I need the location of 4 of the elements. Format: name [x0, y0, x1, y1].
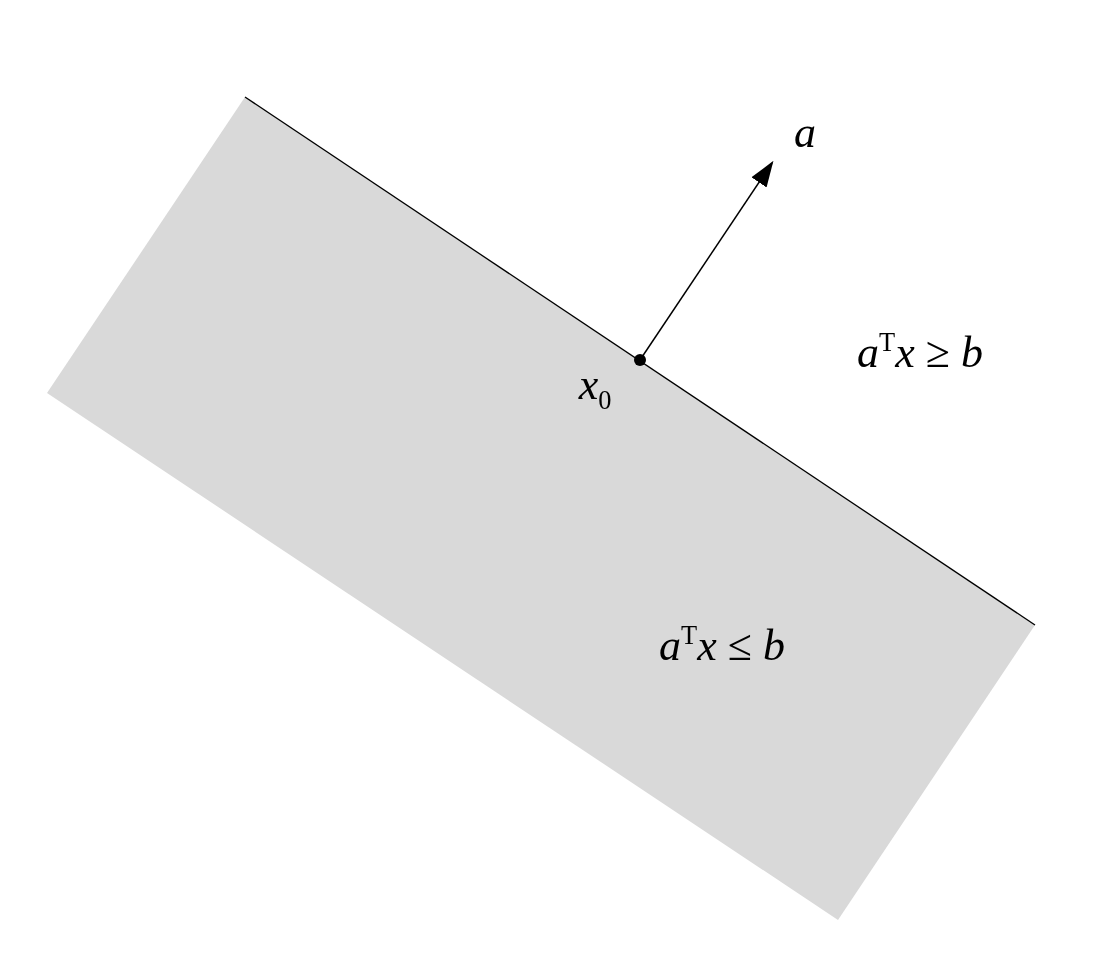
point-label: x$_{0}$	[578, 362, 612, 414]
vector-label: a	[794, 111, 816, 155]
inequality-label: a$^{T}$x ≥ b	[857, 329, 983, 375]
inequality-label: a$^{T}$x ≤ b	[659, 622, 785, 668]
